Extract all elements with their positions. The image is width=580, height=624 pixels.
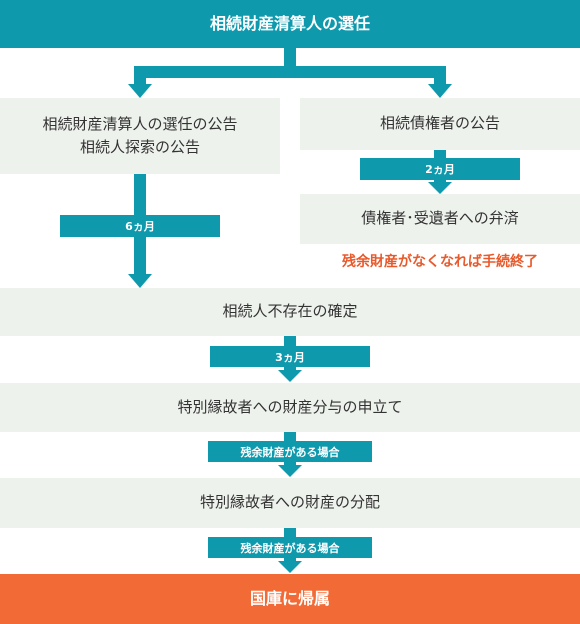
public-notice-box: 相続財産清算人の選任の公告 相続人探索の公告 [0,98,280,174]
creditor-notice-label: 相続債権者の公告 [379,114,500,133]
step-badge-2: 残余財産がある場合 [208,441,372,462]
right-branch-line [434,66,446,84]
step-label-1: 相続人不存在の確定 [222,302,358,321]
right-branch-arrow [428,84,452,98]
final-box: 国庫に帰属 [0,574,580,624]
step-badge-2-label: 残余財産がある場合 [240,445,340,459]
step-badge-1: 3ヵ月 [210,346,370,367]
payment-box: 債権者･受遺者への弁済 [300,194,580,244]
left-branch-line [134,66,146,84]
final-label: 国庫に帰属 [249,588,330,608]
period-badge-6-months: 6ヵ月 [60,215,220,237]
appointment-label: 相続財産清算人の選任 [209,13,370,33]
public-notice-line1: 相続財産清算人の選任の公告 [42,114,238,133]
left-long-arrow [128,274,152,288]
split-bar [134,66,446,78]
public-notice-line2: 相続人探索の公告 [79,138,200,156]
period-badge-2-months-label: 2ヵ月 [425,163,455,176]
period-badge-2-months: 2ヵ月 [360,158,520,180]
step-box-2: 特別縁故者への財産分与の申立て [0,383,580,432]
creditor-notice-box: 相続債権者の公告 [300,98,580,150]
left-branch-arrow [128,84,152,98]
center-arrow-3 [278,561,302,573]
termination-warning: 残余財産がなくなれば手続終了 [342,254,538,270]
payment-label: 債権者･受遺者への弁済 [361,209,519,228]
right-mid-arrow [428,182,452,194]
center-arrow-1 [278,370,302,382]
step-label-2: 特別縁故者への財産分与の申立て [177,397,403,416]
appointment-box: 相続財産清算人の選任 [0,0,580,48]
step-badge-3: 残余財産がある場合 [208,537,372,558]
step-box-1: 相続人不存在の確定 [0,288,580,336]
step-box-3: 特別縁故者への財産の分配 [0,478,580,528]
period-badge-6-months-label: 6ヵ月 [125,220,155,233]
step-label-3: 特別縁故者への財産の分配 [199,493,380,512]
step-badge-1-label: 3ヵ月 [275,350,305,364]
center-arrow-2 [278,465,302,477]
step-badge-3-label: 残余財産がある場合 [240,541,340,555]
